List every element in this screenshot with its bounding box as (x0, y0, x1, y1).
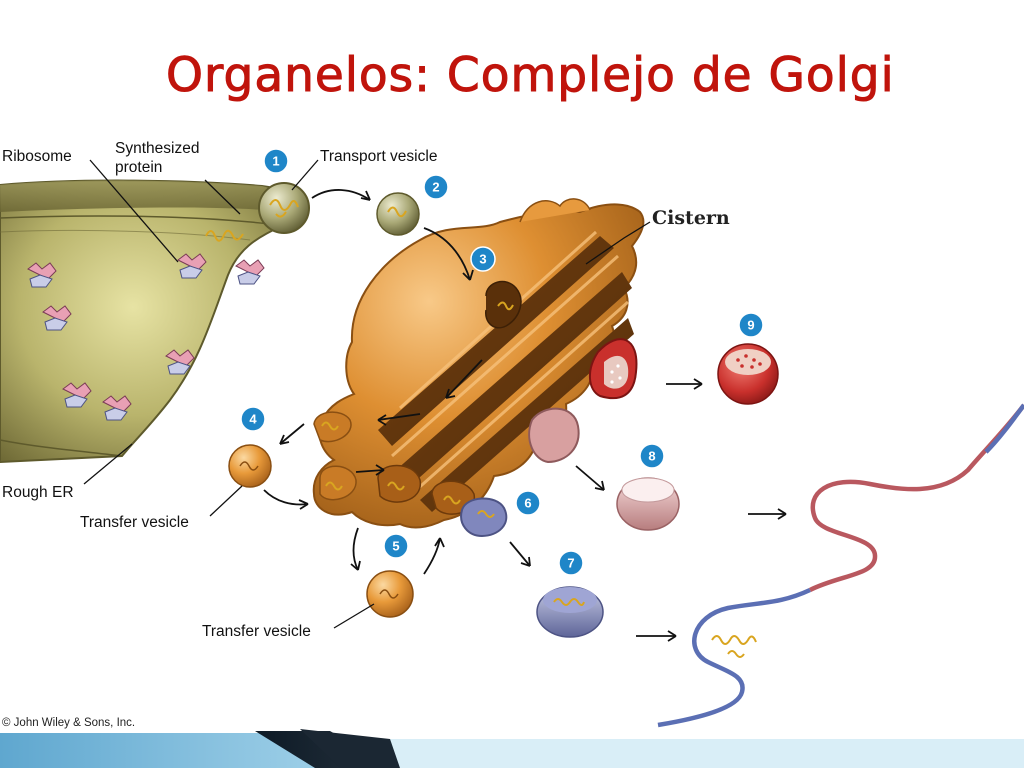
ribosome-icon (27, 262, 57, 288)
svg-text:8: 8 (648, 449, 655, 464)
svg-text:1: 1 (272, 154, 279, 169)
membrane-bud (528, 407, 580, 464)
svg-text:5: 5 (392, 539, 399, 554)
svg-text:2: 2 (432, 180, 439, 195)
step-badge-5: 5 (383, 533, 409, 559)
lysosome-bud (460, 497, 508, 538)
golgi-apparatus (312, 198, 645, 529)
transport-vesicle-label: Transport vesicle (320, 148, 437, 165)
ribosomes (27, 253, 265, 421)
flow-arrows (263, 189, 787, 642)
ribosome-icon (42, 305, 72, 331)
transfer-vesicle-label-left: Transfer vesicle (80, 514, 189, 531)
synthesized-protein-strand (205, 229, 244, 242)
membrane-vesicle-8 (616, 477, 680, 531)
step-badge-8: 8 (639, 443, 665, 469)
secretory-vesicle-9 (717, 343, 779, 405)
step-badge-4: 4 (240, 406, 266, 432)
transfer-vesicle-label-bottom: Transfer vesicle (202, 623, 311, 640)
slide-footer-bar (0, 729, 1024, 768)
svg-text:7: 7 (567, 556, 574, 571)
rough-er-label: Rough ER (2, 484, 74, 501)
step-badge-1: 1 (263, 148, 289, 174)
transfer-vesicle-4 (228, 444, 272, 488)
step-badge-7: 7 (558, 550, 584, 576)
plasma-membrane (657, 403, 1024, 728)
slide-title: Organelos: Complejo de Golgi (166, 48, 895, 104)
ribosome-icon (165, 349, 195, 375)
ribosome-icon (235, 259, 265, 285)
synthesized-protein-label-line2: protein (115, 159, 162, 176)
er-budding-vesicle (258, 182, 310, 234)
secretory-bud (589, 338, 638, 400)
copyright-text: © John Wiley & Sons, Inc. (2, 717, 135, 729)
svg-text:6: 6 (524, 496, 531, 511)
ribosome-label: Ribosome (2, 148, 72, 165)
step-badge-3: 3 (470, 246, 496, 272)
ribosome-icon (62, 382, 92, 408)
vesicle-2 (376, 192, 420, 236)
step-badge-9: 9 (738, 312, 764, 338)
synthesized-protein-label: Synthesized (115, 140, 199, 157)
leader-lines (83, 159, 651, 629)
step-badge-6: 6 (515, 490, 541, 516)
ribosome-icon (177, 253, 207, 279)
svg-text:3: 3 (479, 252, 486, 267)
lysosome-vesicle-7 (536, 586, 604, 638)
transfer-vesicle-5 (366, 570, 414, 618)
svg-text:4: 4 (249, 412, 257, 427)
svg-text:9: 9 (747, 318, 754, 333)
cistern-label: Cistern (652, 207, 730, 229)
ribosome-icon (102, 395, 132, 421)
step-badge-2: 2 (423, 174, 449, 200)
